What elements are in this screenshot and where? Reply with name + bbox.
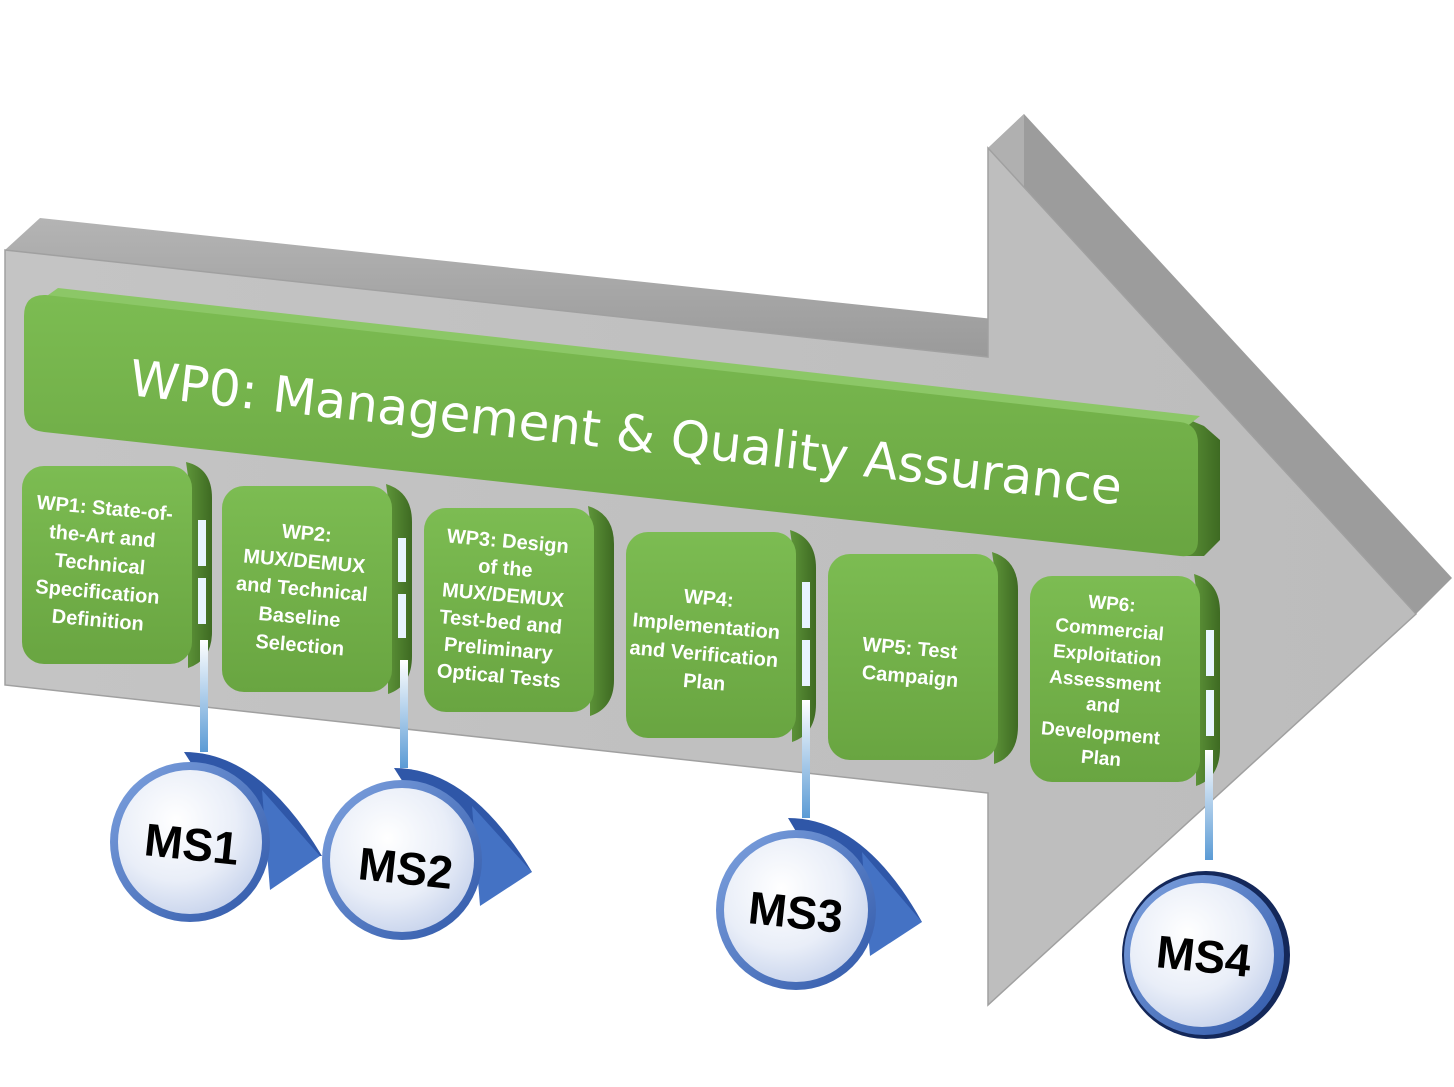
ms3-label: MS3 xyxy=(746,881,846,943)
ms2-label: MS2 xyxy=(356,837,456,899)
milestone-ms1: MS1 xyxy=(110,752,322,922)
milestone-ms2: MS2 xyxy=(322,768,532,940)
wp3-box: WP3: Design of the MUX/DEMUX Test-bed an… xyxy=(424,506,614,716)
wp2-box: WP2: MUX/DEMUX and Technical Baseline Se… xyxy=(222,484,412,694)
ms4-label: MS4 xyxy=(1154,925,1254,987)
wp1-box: WP1: State-of- the-Art and Technical Spe… xyxy=(22,462,212,668)
milestone-ms3: MS3 xyxy=(716,818,922,990)
milestone-connectors xyxy=(200,640,1213,860)
wp6-box: WP6: Commercial Exploitation Assessment … xyxy=(1030,574,1220,786)
wp4-box: WP4: Implementation and Verification Pla… xyxy=(626,530,816,742)
wp5-box: WP5: Test Campaign xyxy=(828,552,1018,764)
milestone-ms4: MS4 xyxy=(1122,871,1290,1039)
ms1-label: MS1 xyxy=(142,813,242,875)
